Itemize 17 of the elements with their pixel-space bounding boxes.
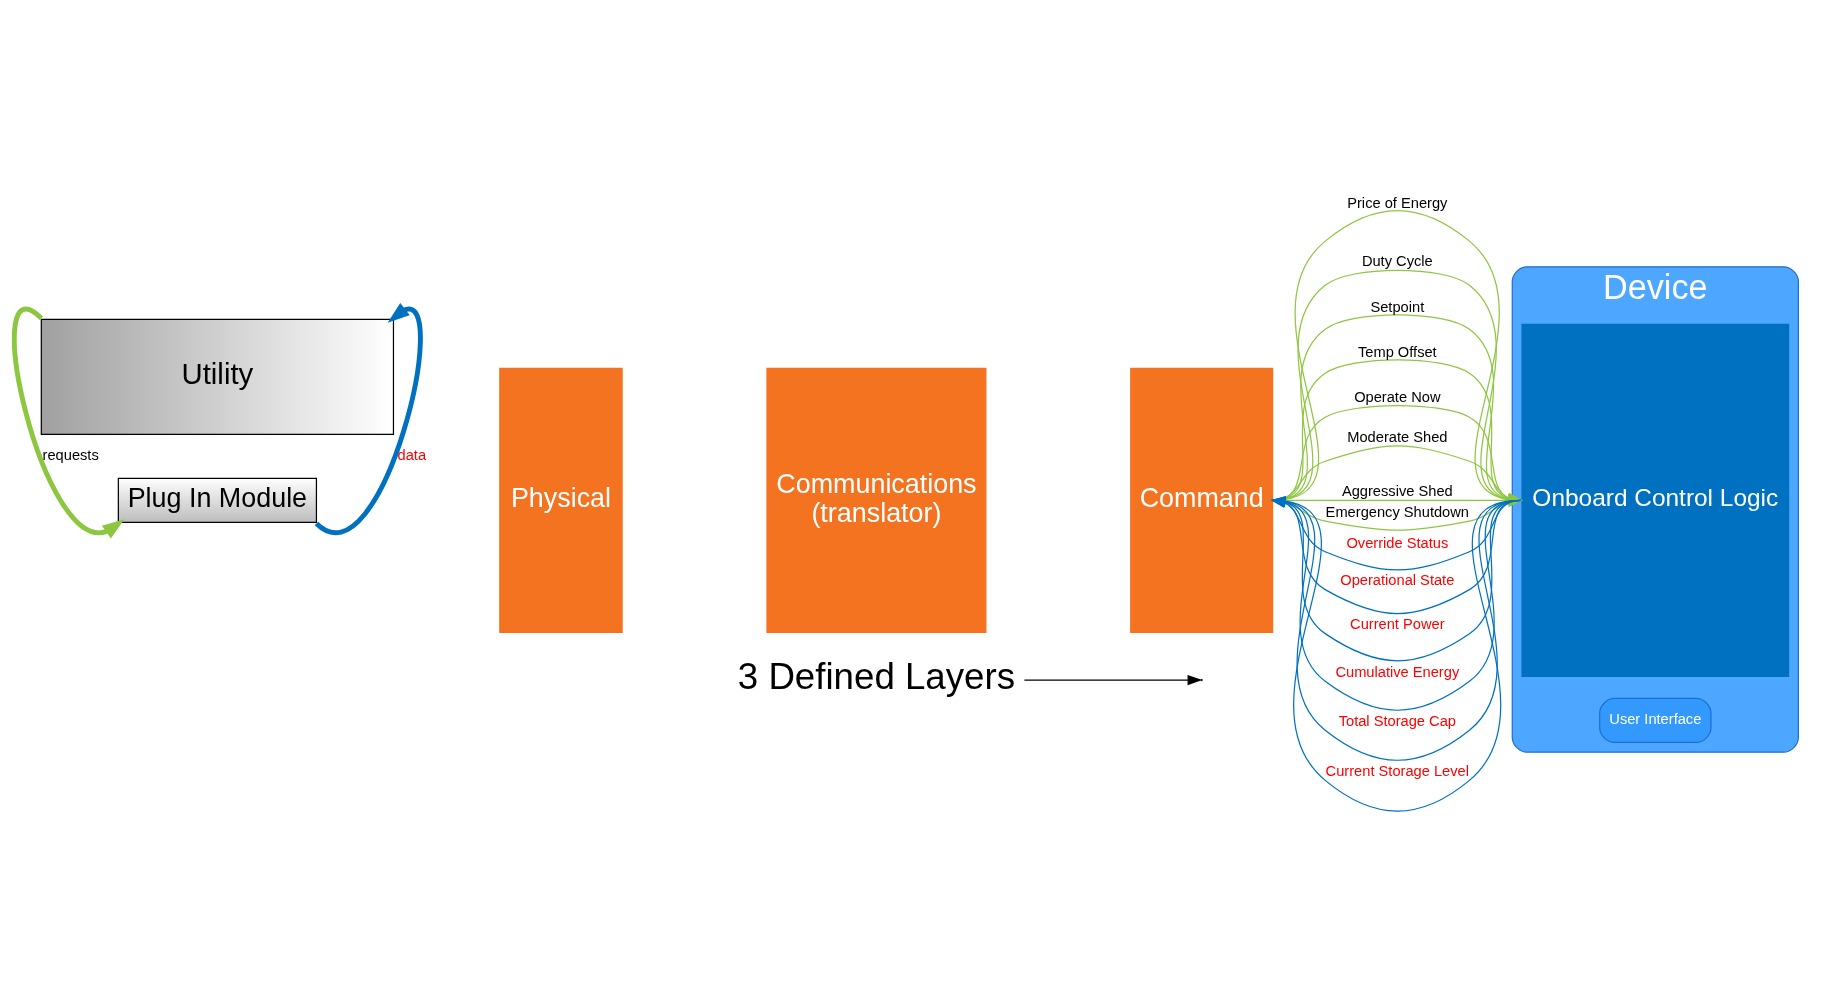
edge-label: Operate Now bbox=[1354, 388, 1441, 405]
edge-label: Aggressive Shed bbox=[1341, 482, 1453, 499]
node-text: 3 Defined Layers bbox=[737, 655, 1016, 697]
edge-label: Current Storage Level bbox=[1325, 762, 1470, 779]
edge-label: Current Power bbox=[1350, 615, 1445, 632]
edge-label: data bbox=[397, 446, 427, 463]
edge-label: Cumulative Energy bbox=[1335, 663, 1460, 680]
edge-label: Temp Offset bbox=[1357, 343, 1437, 360]
edge-label: Duty Cycle bbox=[1361, 252, 1433, 269]
edge-label: Operational State bbox=[1340, 571, 1455, 588]
edge-label: Emergency Shutdown bbox=[1325, 503, 1470, 520]
edge-label: requests bbox=[42, 446, 99, 463]
edge-label: Setpoint bbox=[1370, 298, 1425, 315]
edge-label: Moderate Shed bbox=[1347, 428, 1448, 445]
edge-label: Price of Energy bbox=[1347, 194, 1448, 211]
edge-label: Total Storage Cap bbox=[1338, 712, 1456, 729]
edge-label: Override Status bbox=[1346, 534, 1449, 551]
